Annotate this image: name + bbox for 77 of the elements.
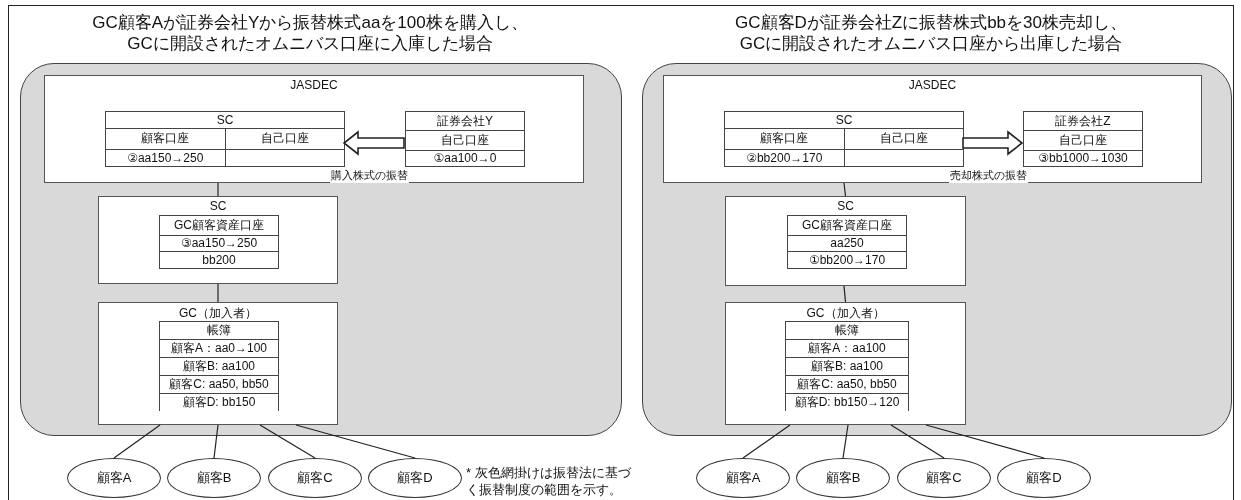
table-entry: 顧客D: bb150 xyxy=(160,394,278,411)
connector-line xyxy=(842,424,849,459)
box-title: GC（加入者） xyxy=(178,305,258,322)
table-entry: 顧客C: aa50, bb50 xyxy=(786,376,908,393)
customer-ellipse: 顧客B xyxy=(167,458,261,498)
account-table xyxy=(1023,111,1143,167)
table-entry: aa250 xyxy=(788,235,906,252)
table-header: 帳簿 xyxy=(160,322,278,339)
table-entry: 顧客C: aa50, bb50 xyxy=(160,376,278,393)
organization-box xyxy=(725,302,966,425)
panel-heading: GC顧客Dが証券会社Zに振替株式bbを30株売却し、GCに開設されたオムニバス口座から出庫した場合 xyxy=(735,12,1127,54)
table-header: 帳簿 xyxy=(786,322,908,339)
panel-heading: GC顧客Aが証券会社Yから振替株式aaを100株を購入し、GCに開設されたオムニバス口座に入庫した場合 xyxy=(92,12,528,54)
customer-ellipse: 顧客B xyxy=(796,458,890,498)
table-entry: 顧客口座 xyxy=(106,129,225,149)
table-entry: ②bb200→170 xyxy=(725,149,844,166)
customer-ellipse: 顧客C xyxy=(897,458,991,498)
customer-ellipse: 顧客A xyxy=(67,458,161,498)
table-header: 証券会社Z xyxy=(1024,112,1142,131)
account-table xyxy=(105,111,345,167)
block-arrow xyxy=(962,130,1024,156)
table-entry: ③bb1000→1030 xyxy=(1024,150,1142,166)
account-table xyxy=(159,321,279,411)
connector-line xyxy=(295,424,416,459)
account-table xyxy=(159,215,279,269)
table-entry: 顧客B: aa100 xyxy=(160,358,278,375)
table-entry: 顧客A：aa0→100 xyxy=(160,340,278,357)
account-table xyxy=(724,111,964,167)
account-table xyxy=(787,215,907,269)
box-title: JASDEC xyxy=(289,78,339,92)
customer-ellipse: 顧客D xyxy=(997,458,1091,498)
edge-label: 購入株式の振替 xyxy=(330,168,409,183)
connector-line xyxy=(925,424,1045,459)
edge-label: 売却株式の振替 xyxy=(949,168,1028,183)
box-title: SC xyxy=(836,199,855,213)
table-header: SC xyxy=(725,112,963,129)
table-entry: 自己口座 xyxy=(225,129,344,149)
table-entry: 顧客D: bb150→120 xyxy=(786,394,908,411)
table-entry: bb200 xyxy=(160,252,278,268)
organization-box xyxy=(98,196,338,284)
organization-box xyxy=(725,196,966,286)
table-entry: 自己口座 xyxy=(1024,131,1142,150)
footnote: * 灰色網掛けは振替法に基づく振替制度の範囲を示す。 xyxy=(466,464,632,498)
customer-ellipse: 顧客D xyxy=(368,458,462,498)
table-entry: 顧客口座 xyxy=(725,129,844,149)
connector-line xyxy=(217,283,219,303)
account-table xyxy=(405,111,525,167)
table-entry: 自己口座 xyxy=(406,131,524,150)
table-entry: ②aa150→250 xyxy=(106,149,225,166)
table-header: 証券会社Y xyxy=(406,112,524,131)
connector-line xyxy=(213,424,219,459)
table-header: GC顧客資産口座 xyxy=(788,216,906,235)
box-title: SC xyxy=(208,199,228,213)
box-title: GC（加入者） xyxy=(805,305,886,322)
organization-box xyxy=(98,302,338,425)
connector-line xyxy=(259,424,316,459)
connector-line xyxy=(890,424,945,459)
table-entry: 顧客A：aa100 xyxy=(786,340,908,357)
organization-box xyxy=(44,75,584,183)
table-entry: ③aa150→250 xyxy=(160,235,278,252)
table-entry: ①bb200→170 xyxy=(788,252,906,268)
customer-ellipse: 顧客A xyxy=(696,458,790,498)
customer-ellipse: 顧客C xyxy=(268,458,362,498)
connector-line xyxy=(113,424,161,459)
connector-line xyxy=(217,182,219,197)
box-title: JASDEC xyxy=(907,78,958,92)
table-header: SC xyxy=(106,112,344,129)
table-entry: 顧客B: aa100 xyxy=(786,358,908,375)
connector-line xyxy=(843,285,847,303)
table-entry: ①aa100→0 xyxy=(406,150,524,166)
block-arrow xyxy=(342,130,405,156)
organization-box xyxy=(663,75,1202,183)
connector-line xyxy=(843,182,847,197)
table-entry: 自己口座 xyxy=(844,129,963,149)
account-table xyxy=(785,321,909,411)
connector-line xyxy=(742,424,791,459)
table-header: GC顧客資産口座 xyxy=(160,216,278,235)
